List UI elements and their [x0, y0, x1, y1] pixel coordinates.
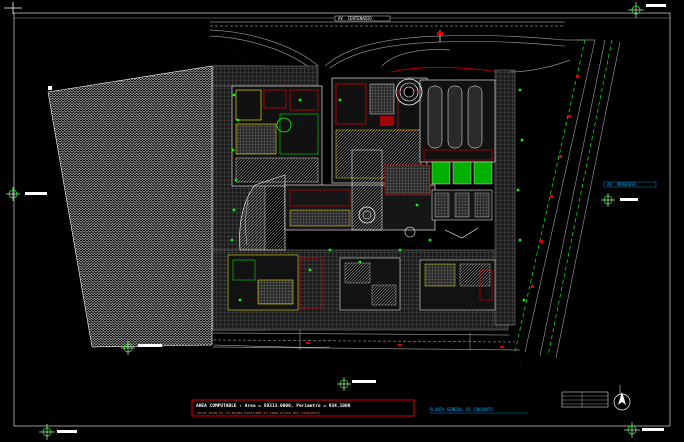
right-avenue: [509, 39, 621, 359]
legend-box: [561, 391, 609, 408]
right-street-label-box: [603, 181, 657, 188]
corner-marker-tl: [4, 2, 22, 14]
top-street-label: AV. CENTENARIO: [338, 16, 372, 21]
survey-marker-top-left: [48, 86, 52, 90]
top-street-label-box: [334, 15, 391, 22]
corner-marker-tr: [628, 2, 666, 18]
right-street-label: AV. PROGRESO: [607, 182, 636, 187]
right-avenue-markers: [531, 75, 579, 288]
corner-marker-br: [624, 422, 664, 438]
top-avenue: [209, 21, 566, 69]
top-plaza: [212, 65, 319, 87]
red-marker-top: [437, 32, 443, 35]
survey-marker-left: [6, 187, 47, 201]
area-title: AREA COMPUTABLE : Area = 59313.0000, Per…: [196, 403, 351, 409]
area-label-box: [191, 399, 415, 417]
trees: [230, 88, 526, 302]
survey-marker-bottom-left: [121, 341, 162, 355]
north-arrow-icon: [613, 385, 631, 411]
right-plaza: [494, 69, 516, 326]
survey-marker-bottom: [337, 377, 376, 391]
corner-marker-bl: [39, 424, 77, 440]
survey-marker-right: [601, 193, 638, 207]
drawing-frame: [13, 12, 671, 427]
building-complex: [227, 67, 501, 311]
plan-title: PLANTA GENERAL DE CONJUNTO: [430, 407, 493, 412]
bottom-road-markers: [306, 342, 504, 348]
property-line: [209, 21, 523, 373]
hatched-lot: [47, 65, 213, 348]
bottom-road: [212, 330, 521, 351]
area-note: (este area es la misma mostrada en cada …: [196, 411, 320, 415]
